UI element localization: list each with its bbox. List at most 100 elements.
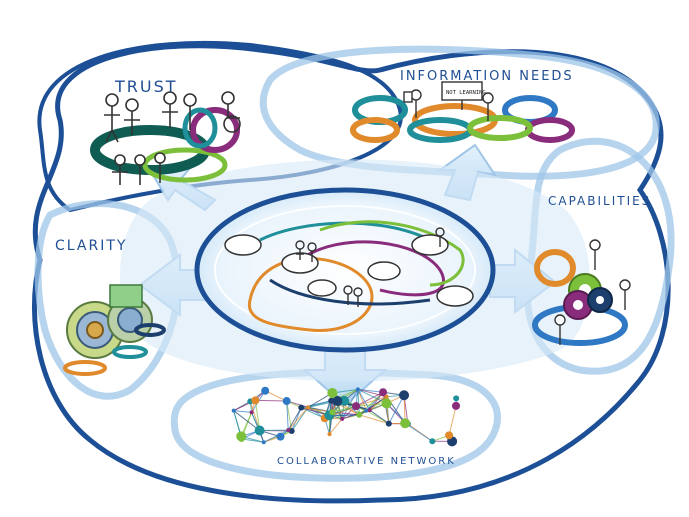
ring (350, 117, 400, 143)
information-needs-label: INFORMATION NEEDS (400, 69, 574, 84)
network-edge (301, 407, 325, 419)
network-edge (369, 396, 387, 411)
network-node (367, 408, 372, 413)
network-edge (263, 429, 289, 443)
network-edge (358, 391, 384, 416)
network-edge (291, 407, 302, 432)
network-node (385, 420, 392, 427)
loop-navy (269, 278, 431, 306)
network-node (332, 395, 343, 406)
trust-label: TRUST (114, 77, 178, 96)
network-edge (359, 414, 389, 425)
network-edge (329, 418, 343, 435)
network-node (288, 427, 295, 434)
network-edge (448, 405, 457, 436)
sign-board-icon: NOT LEARNING (441, 81, 486, 110)
network-edge (357, 388, 387, 404)
network-edge (249, 401, 261, 431)
network-edge (287, 406, 309, 431)
network-node (282, 397, 291, 406)
network-node (400, 418, 411, 429)
network-edge (388, 395, 405, 424)
central-network (247, 220, 465, 332)
network-node (384, 394, 389, 399)
capabilities-people (554, 239, 631, 345)
network-node (356, 411, 363, 418)
capabilities-label: CAPABILITIES (548, 194, 651, 208)
ring (112, 345, 148, 359)
network-node (261, 440, 266, 445)
network-node (429, 438, 436, 445)
loop-green (319, 220, 465, 287)
information-people (403, 89, 494, 121)
network-edge (233, 410, 252, 413)
network-node (261, 386, 270, 395)
ring (142, 147, 228, 183)
network-node (327, 432, 332, 437)
network-node (276, 432, 285, 441)
information-needs-region (259, 45, 660, 180)
clarity-illustration (63, 284, 166, 376)
central-hub-inner (214, 205, 476, 335)
network-node (352, 402, 361, 411)
network-edge (287, 407, 302, 431)
network-node (306, 405, 311, 410)
wheelchair-figure-icon (221, 91, 241, 133)
network-edge (369, 409, 390, 424)
network-graph-icon (231, 386, 461, 447)
information-needs-illustration (350, 95, 575, 143)
network-node (286, 428, 291, 433)
network-node (452, 401, 461, 410)
network-node (254, 425, 265, 436)
node (224, 234, 262, 256)
network-edge (291, 406, 309, 432)
ring (134, 323, 166, 337)
gear-icon (563, 273, 613, 320)
ring (63, 360, 107, 376)
loop-purple (299, 240, 445, 297)
network-edge (355, 402, 387, 407)
network-edge (233, 410, 260, 431)
network-node (399, 390, 410, 401)
people-figures-icon (104, 91, 197, 185)
network-node (327, 387, 338, 398)
trust-illustration (90, 91, 241, 185)
document-card (109, 284, 143, 308)
node (411, 234, 449, 256)
network-node (340, 416, 345, 421)
network-edge (241, 438, 264, 443)
network-node (453, 395, 460, 402)
network-edge (355, 396, 387, 407)
network-edge (357, 389, 371, 411)
node (436, 285, 474, 307)
collaborative-network-label: COLLABORATIVE NETWORK (277, 456, 456, 467)
central-people (295, 227, 445, 307)
network-node (381, 398, 392, 409)
node (367, 261, 401, 281)
network-node (231, 408, 236, 413)
network-edge (332, 405, 357, 413)
network-node (251, 396, 260, 405)
network-edge (357, 389, 360, 415)
network-node (364, 408, 369, 413)
network-edge (357, 388, 384, 393)
network-edge (286, 400, 289, 431)
node (307, 279, 337, 297)
clarity-label: CLARITY (55, 238, 127, 254)
learning-sign-text: NOT LEARNING (446, 90, 486, 96)
network-node (329, 409, 336, 416)
network-node (355, 387, 360, 392)
network-node (238, 435, 245, 442)
network-edge (255, 399, 287, 402)
ring (182, 107, 218, 149)
central-nodes (224, 234, 474, 307)
network-node (445, 431, 454, 440)
spiral-disc-icon (66, 297, 153, 359)
network-node (249, 410, 254, 415)
ring (534, 249, 576, 287)
network-edge (357, 389, 367, 411)
network-node (298, 404, 305, 411)
network-edge (254, 400, 261, 431)
ring (467, 115, 533, 141)
